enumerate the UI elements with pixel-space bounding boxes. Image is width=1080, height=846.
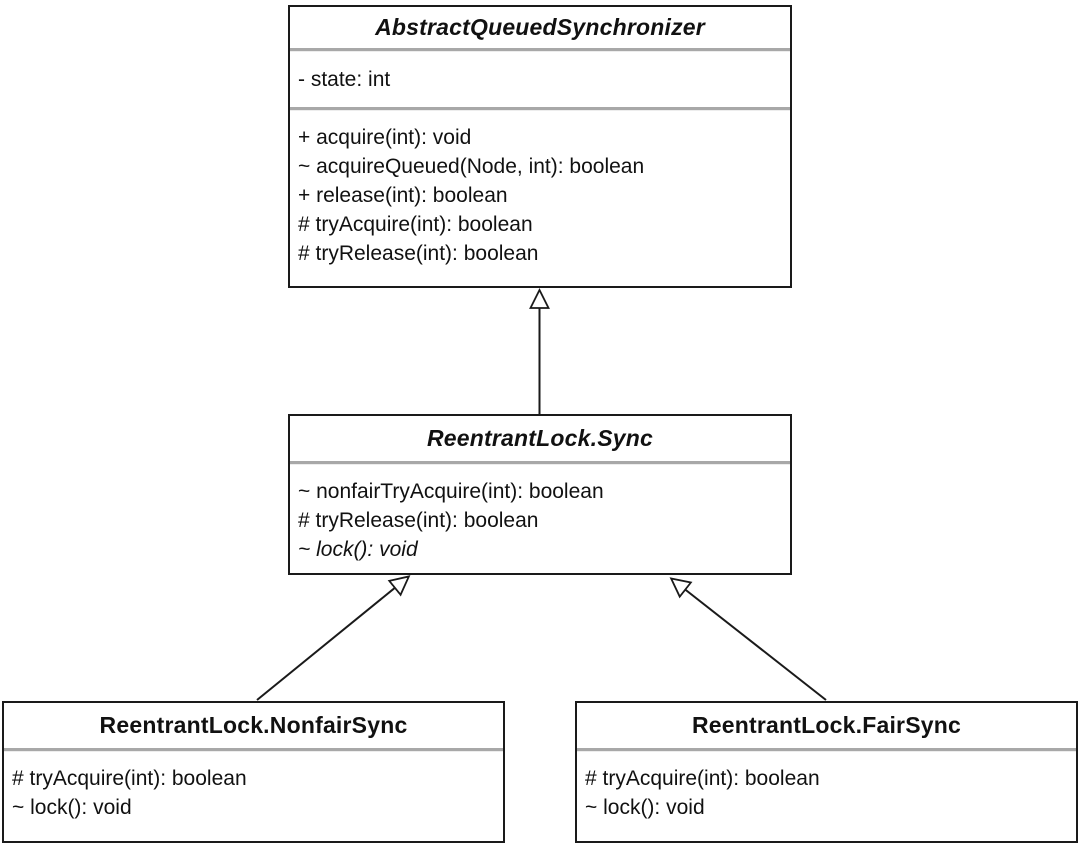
compartment-separator (290, 107, 790, 111)
arrow-line (669, 577, 827, 701)
method-item: # tryAcquire(int): boolean (585, 767, 820, 790)
class-box-reentrantlock-nonfairsync: ReentrantLock.NonfairSync # tryAcquire(i… (2, 701, 505, 843)
attribute-item: - state: int (298, 67, 391, 91)
compartment-separator (4, 748, 503, 752)
method-item: + release(int): boolean (298, 184, 508, 207)
class-title: ReentrantLock.Sync (427, 425, 653, 451)
method-item: # tryAcquire(int): boolean (12, 767, 247, 790)
method-item: ~ nonfairTryAcquire(int): boolean (298, 480, 604, 503)
methods-compartment: + acquire(int): void ~ acquireQueued(Nod… (290, 111, 790, 286)
compartment-separator (577, 748, 1076, 752)
class-title: ReentrantLock.NonfairSync (99, 712, 408, 738)
compartment-separator (290, 461, 790, 465)
method-item: ~ acquireQueued(Node, int): boolean (298, 155, 645, 178)
methods-compartment: ~ nonfairTryAcquire(int): boolean # tryR… (290, 465, 790, 573)
method-item-abstract: ~ lock(): void (298, 538, 418, 561)
arrow-line (256, 575, 411, 701)
attributes-compartment: - state: int (290, 52, 790, 107)
method-item: ~ lock(): void (12, 796, 132, 819)
class-title: ReentrantLock.FairSync (692, 712, 961, 738)
methods-compartment: # tryAcquire(int): boolean ~ lock(): voi… (4, 752, 503, 841)
method-item: + acquire(int): void (298, 126, 472, 149)
inheritance-arrow-fairsync-to-sync (669, 577, 827, 701)
class-box-reentrantlock-sync: ReentrantLock.Sync ~ nonfairTryAcquire(i… (288, 414, 792, 575)
methods-compartment: # tryAcquire(int): boolean ~ lock(): voi… (577, 752, 1076, 841)
compartment-separator (290, 48, 790, 52)
method-item: ~ lock(): void (585, 796, 705, 819)
class-box-abstractqueuedsynchronizer: AbstractQueuedSynchronizer - state: int … (288, 5, 792, 288)
method-item: # tryRelease(int): boolean (298, 509, 539, 532)
method-item: # tryAcquire(int): boolean (298, 213, 533, 236)
class-title: AbstractQueuedSynchronizer (375, 14, 705, 40)
class-box-reentrantlock-fairsync: ReentrantLock.FairSync # tryAcquire(int)… (575, 701, 1078, 843)
method-item: # tryRelease(int): boolean (298, 242, 539, 265)
inheritance-arrow-nonfairsync-to-sync (256, 575, 411, 701)
